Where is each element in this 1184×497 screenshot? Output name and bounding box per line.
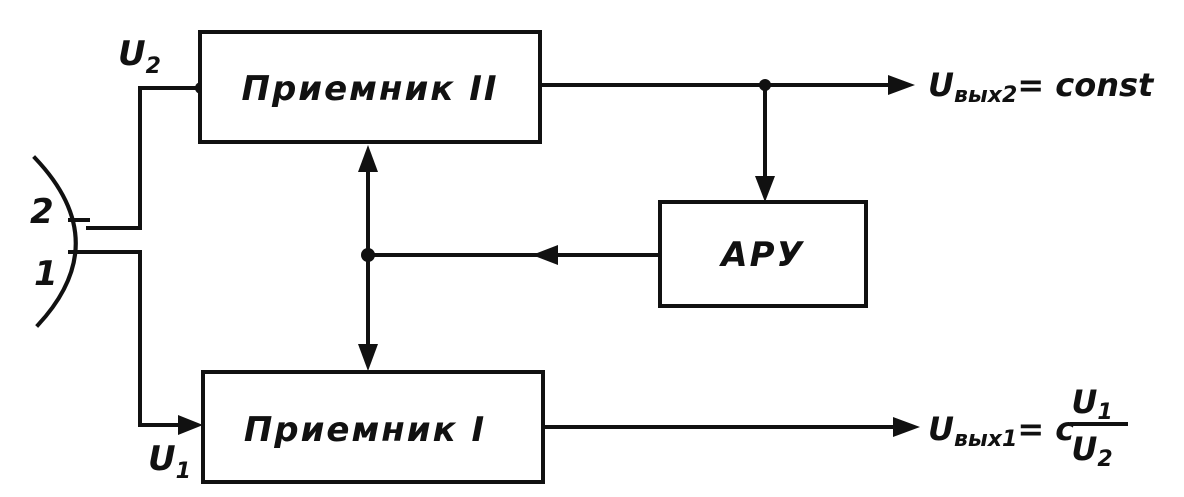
agc-block: АРУ: [658, 200, 868, 308]
svg-text:U1: U1: [148, 439, 191, 484]
svg-text:Uвых2= const: Uвых2= const: [928, 66, 1155, 108]
antenna-port-1-label: 1: [34, 254, 58, 294]
agc-label: АРУ: [718, 235, 804, 275]
receiver-1-label: Приемник I: [244, 410, 486, 450]
svg-text:U2: U2: [118, 34, 161, 79]
output-2-label: Uвых2= const: [928, 66, 1155, 108]
svg-text:U2: U2: [1071, 430, 1112, 472]
agc-control-arrow: [532, 245, 558, 265]
receiver-2-label: Приемник II: [242, 69, 499, 109]
svg-text:U1: U1: [1071, 383, 1112, 425]
svg-text:Uвых1= c: Uвых1= c: [928, 410, 1074, 452]
input-wire-1: [86, 250, 182, 427]
receiver-2-block: Приемник II: [198, 30, 542, 144]
signal-u1-label: U1: [148, 439, 191, 484]
output-arrow-1: [893, 417, 920, 437]
output-arrow-2: [888, 75, 915, 95]
antenna: 2 1: [30, 155, 90, 328]
input-arrow-1: [178, 415, 203, 435]
control-arrow-down: [358, 344, 378, 371]
control-arrow-up: [358, 145, 378, 172]
antenna-port-2-label: 2: [30, 192, 54, 232]
agc-input-arrow: [755, 176, 775, 202]
input-wire-2: [86, 86, 202, 230]
receiver-1-block: Приемник I: [201, 370, 545, 484]
output-1-label: Uвых1= c U1 U2: [928, 383, 1128, 472]
signal-u2-label: U2: [118, 34, 161, 79]
antenna-reflector: [32, 155, 78, 328]
